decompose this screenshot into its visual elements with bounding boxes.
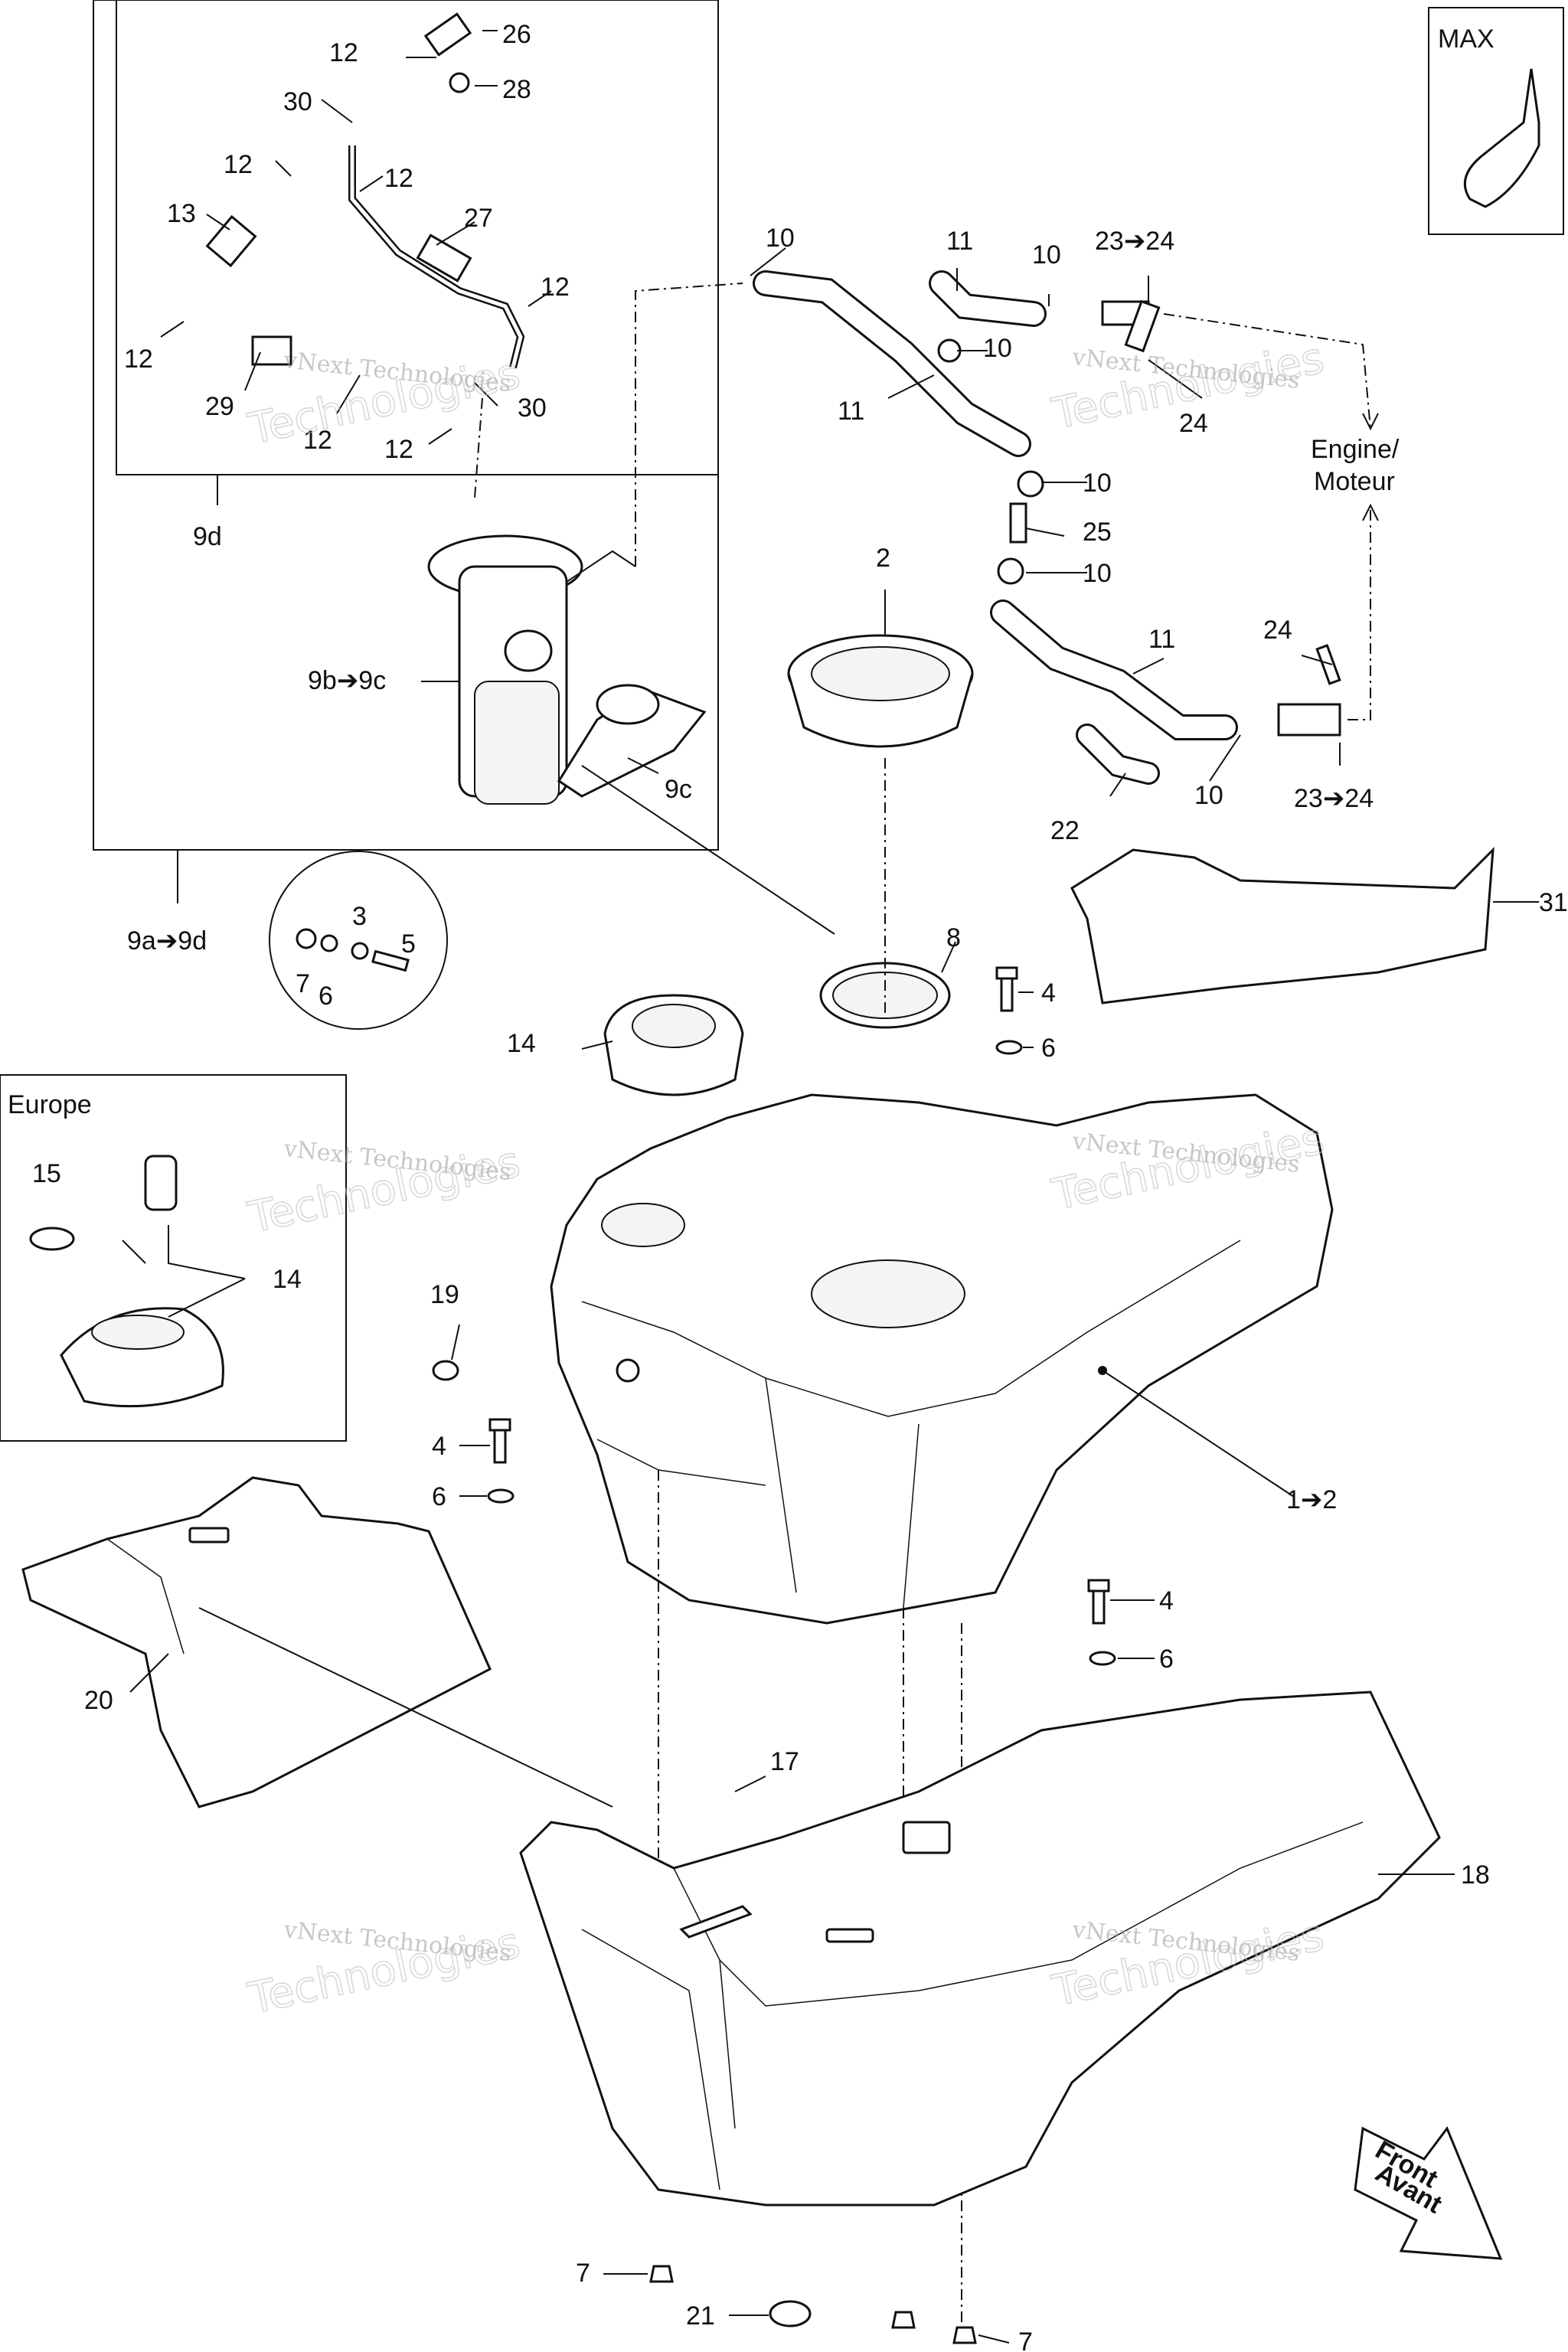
fuel-cap [603, 994, 744, 1096]
part-label: 6 [1159, 1645, 1174, 1674]
fasteners [296, 928, 1116, 2344]
part-label: 29 [205, 392, 234, 421]
part-label: 12 [303, 426, 332, 455]
part-label: 30 [518, 394, 547, 423]
part-label: 12 [541, 273, 570, 302]
part-label: 15 [32, 1159, 61, 1188]
heat-shield-upper [1070, 847, 1494, 1004]
max-label: MAX [1438, 24, 1494, 54]
part-label: 2 [876, 544, 890, 573]
engine-label-line2: Moteur [1314, 467, 1395, 496]
europe-cap-inset-box [0, 1074, 347, 1442]
part-label: 11 [946, 227, 973, 256]
part-label: 8 [946, 923, 961, 952]
tank-guard [519, 1690, 1441, 2207]
part-label: 1➔2 [1286, 1485, 1337, 1514]
part-label: 18 [1461, 1860, 1490, 1890]
part-label: 22 [1050, 816, 1080, 845]
europe-cap-assembly [29, 1155, 224, 1408]
watermarks: vNext Technologies Technologies vNext Te… [243, 333, 1329, 2025]
part-label: 7 [1018, 2328, 1033, 2352]
europe-label: Europe [8, 1090, 92, 1119]
part-label: 17 [770, 1747, 799, 1776]
part-label: 6 [432, 1482, 446, 1511]
part-label: 12 [329, 38, 358, 67]
part-label: 28 [502, 75, 531, 104]
part-label: 21 [686, 2301, 715, 2331]
part-label: 12 [124, 345, 153, 374]
fuel-pump-module-box [93, 0, 719, 851]
fuel-tank [550, 1093, 1334, 2328]
part-label: 11 [838, 397, 864, 426]
part-label: 19 [430, 1280, 459, 1309]
part-label: 9a➔9d [127, 926, 207, 956]
part-number-labels: 12 26 28 30 12 12 13 27 12 12 29 30 12 1… [32, 20, 1568, 2352]
part-label: 9c [665, 775, 692, 804]
part-label: 14 [273, 1265, 302, 1294]
part-label: 6 [318, 982, 333, 1011]
part-label: 23➔24 [1095, 227, 1174, 256]
part-label: 5 [401, 929, 416, 959]
vent-hose-assembly [753, 270, 1379, 785]
part-label: 20 [84, 1686, 113, 1715]
part-label: 25 [1083, 518, 1112, 547]
part-label: 26 [502, 20, 531, 49]
part-label: 10 [1032, 240, 1061, 270]
part-label: 4 [1041, 978, 1056, 1008]
part-label: 10 [983, 334, 1012, 363]
part-label: 24 [1263, 616, 1292, 645]
tie-wrap [1463, 68, 1540, 208]
part-label: 12 [224, 150, 253, 179]
fastener-detail-circle [269, 851, 448, 1030]
part-label: 7 [576, 2259, 590, 2288]
part-label: 10 [766, 224, 795, 253]
part-label: 4 [432, 1432, 446, 1461]
part-label: 27 [464, 204, 493, 233]
part-label: 12 [384, 435, 413, 464]
part-label: 10 [1083, 559, 1112, 588]
leader-lines [122, 30, 1539, 2344]
part-label: 12 [384, 164, 413, 193]
engine-label-line1: Engine/ [1311, 435, 1400, 464]
part-label: 6 [1041, 1034, 1056, 1063]
front-direction-arrow [1354, 2125, 1503, 2260]
part-label: 31 [1539, 888, 1568, 917]
part-label: 30 [283, 87, 312, 116]
part-label: 4 [1159, 1586, 1174, 1615]
lock-ring [787, 634, 974, 748]
part-label: 24 [1179, 409, 1208, 438]
fuel-pump-module [427, 283, 743, 805]
part-label: 3 [352, 902, 367, 931]
part-label: 7 [296, 969, 310, 998]
part-label: 9b➔9c [308, 666, 386, 695]
part-label: 9d [193, 522, 222, 551]
part-label: 11 [1148, 625, 1175, 654]
part-label: 10 [1083, 469, 1112, 498]
part-label: 14 [507, 1029, 536, 1058]
skid-plate [21, 1476, 492, 1808]
part-label: 13 [167, 199, 196, 228]
max-tie-inset-box [1428, 7, 1564, 235]
part-label: 10 [1194, 781, 1223, 810]
part-label: 23➔24 [1294, 784, 1374, 813]
hose-routing-inset [180, 12, 525, 498]
